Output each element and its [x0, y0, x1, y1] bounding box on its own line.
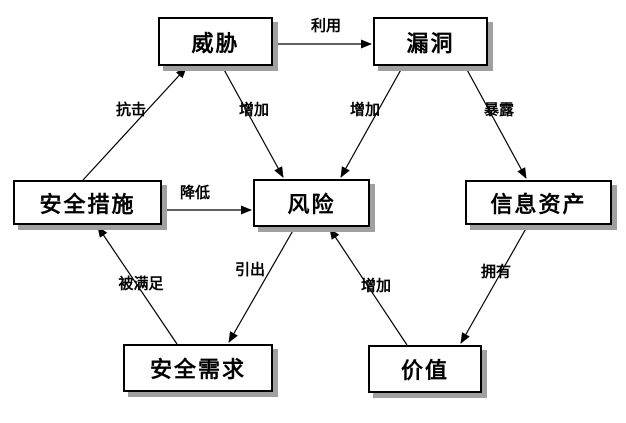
- node-security-requirements: 安全需求: [123, 344, 273, 392]
- edge-label-lead-to: 引出: [234, 260, 266, 279]
- edge-label-increase-value: 增加: [360, 276, 392, 295]
- edge-label-exploit: 利用: [310, 16, 342, 35]
- node-threat: 威胁: [158, 17, 273, 66]
- node-information-assets: 信息资产: [465, 180, 612, 225]
- node-risk: 风险: [253, 179, 370, 227]
- edge-value-risk: [329, 228, 408, 346]
- edge-vulnerability-assets: [464, 65, 527, 179]
- edge-label-resist: 抗击: [115, 100, 147, 119]
- edge-risk-requirements: [228, 226, 296, 343]
- node-value: 价值: [368, 345, 482, 393]
- edge-threat-risk: [221, 65, 284, 178]
- edge-label-expose: 暴露: [483, 100, 515, 119]
- node-security-measures: 安全措施: [13, 180, 162, 225]
- edge-vulnerability-risk: [340, 65, 404, 178]
- edge-requirements-measures: [97, 226, 178, 345]
- edge-measures-threat: [82, 67, 187, 181]
- edge-label-satisfied: 被满足: [118, 274, 164, 293]
- edge-label-reduce: 降低: [179, 183, 211, 202]
- edge-assets-value: [460, 224, 529, 344]
- edge-label-increase-vulnerability: 增加: [349, 100, 381, 119]
- node-vulnerability: 漏洞: [373, 17, 488, 66]
- edge-label-increase-threat: 增加: [238, 100, 270, 119]
- edge-label-possess: 拥有: [480, 262, 512, 281]
